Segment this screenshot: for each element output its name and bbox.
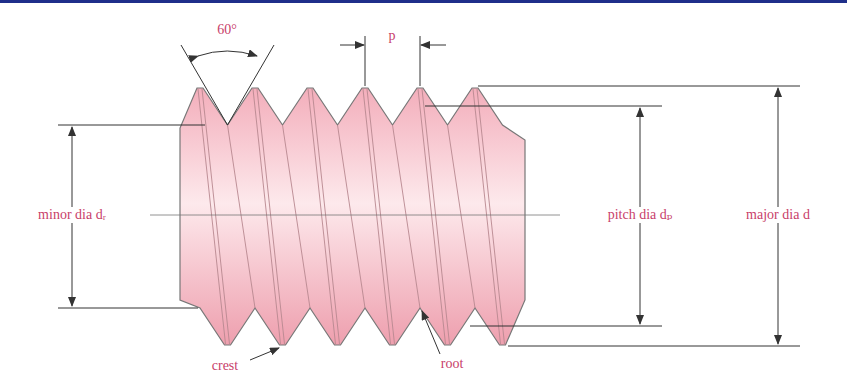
leader-line [422,311,440,354]
dimension-arrow [778,88,779,215]
helix-line [308,89,336,344]
pitch-label: p [387,28,398,44]
helix-line [448,125,476,308]
helix-line [363,89,391,344]
helix-line [283,125,311,308]
dimension-arrow [421,45,446,46]
thread-body [180,88,525,345]
helix-line [253,89,281,344]
helix-line [228,125,256,308]
helix-line [367,89,395,344]
extension-line [508,346,800,347]
helix-line [202,89,230,344]
center-line [150,215,560,216]
top-bar [0,0,847,3]
dimension-arrow [640,108,641,215]
extension-line [478,86,800,87]
extension-line [58,308,198,309]
dimension-arrow [340,45,364,46]
angle-arc [198,51,257,56]
part-label: crest [210,358,240,374]
angle-line [181,45,228,125]
helix-line [198,89,226,344]
helix-line [393,125,421,308]
angle-label: 60° [215,22,239,38]
dimension-label: minor dia dᵣ [36,207,108,223]
helix-line [473,89,501,344]
helix-line [257,89,285,344]
dimension-arrow [72,215,73,306]
extension-line [420,36,421,86]
helix-line [422,89,450,344]
helix-line [338,125,366,308]
helix-line [477,89,505,344]
dimension-arrow [778,215,779,344]
dimension-arrow [640,215,641,324]
helix-line [418,89,446,344]
part-label: root [439,356,466,372]
extension-line [58,125,205,126]
extension-line [470,326,662,327]
leader-line [250,348,279,360]
thread-helix-lines [198,89,505,344]
extension-line [365,36,366,86]
helix-line [312,89,340,344]
dimension-label: major dia d [744,207,812,223]
angle-line [228,45,275,125]
dimension-label: pitch dia dₚ [606,207,675,223]
dimension-arrow [72,127,73,215]
extension-line [425,106,662,107]
